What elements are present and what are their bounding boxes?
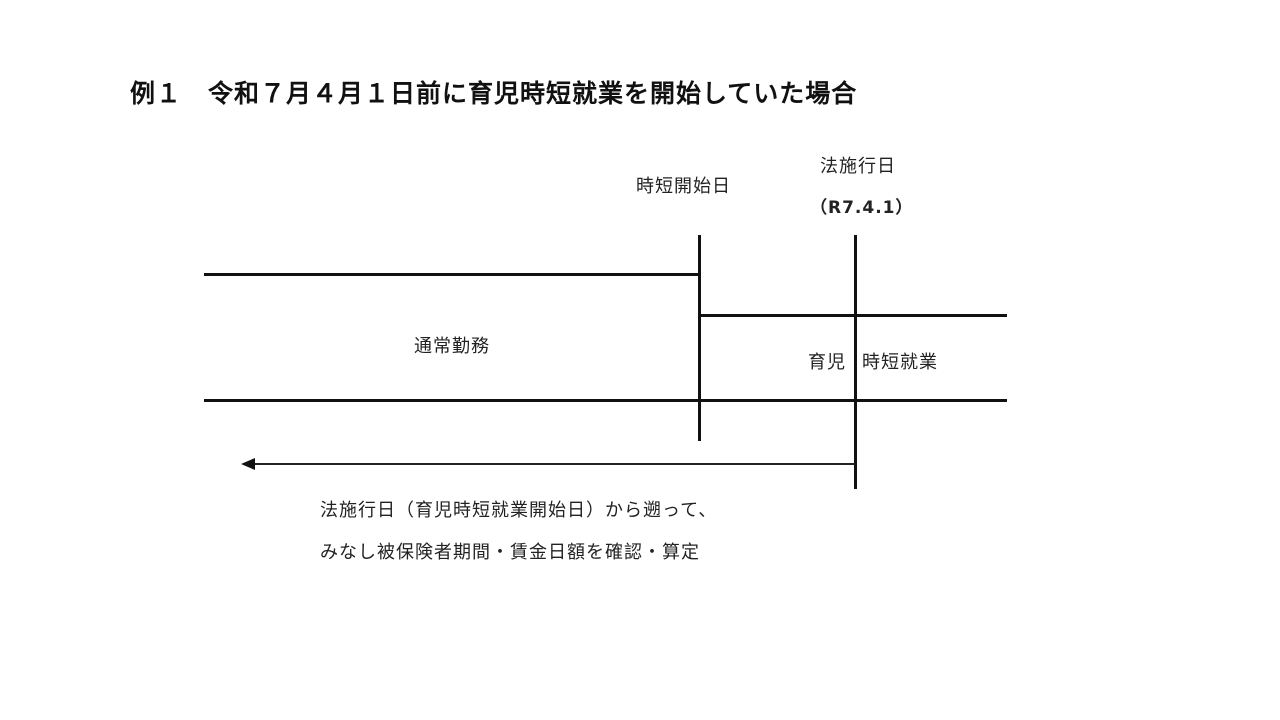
title-example-number: 例１ xyxy=(130,79,183,108)
work-bottom-line xyxy=(204,399,1007,402)
enforcement-date-value: （R7.4.1） xyxy=(810,198,914,218)
childcare-label-part2: 時短就業 xyxy=(862,352,938,373)
diagram-title: 例１ 令和７月４月１日前に育児時短就業を開始していた場合 xyxy=(130,74,857,110)
enforcement-date-label: 法施行日 xyxy=(820,156,896,177)
note-line-1: 法施行日（育児時短就業開始日）から遡って、 xyxy=(320,500,718,521)
normal-work-label: 通常勤務 xyxy=(414,336,490,357)
start-date-divider xyxy=(698,235,701,441)
note-line-2: みなし被保険者期間・賃金日額を確認・算定 xyxy=(320,542,700,563)
title-text: 令和７月４月１日前に育児時短就業を開始していた場合 xyxy=(208,79,858,108)
normal-work-top-line xyxy=(204,273,701,276)
lookback-arrow-line xyxy=(252,463,855,465)
start-date-label: 時短開始日 xyxy=(636,176,731,197)
childcare-top-line xyxy=(700,314,1007,317)
enforcement-date-divider xyxy=(854,235,857,489)
childcare-label-part1: 育児 xyxy=(808,352,846,373)
lookback-arrowhead-icon xyxy=(241,458,255,470)
